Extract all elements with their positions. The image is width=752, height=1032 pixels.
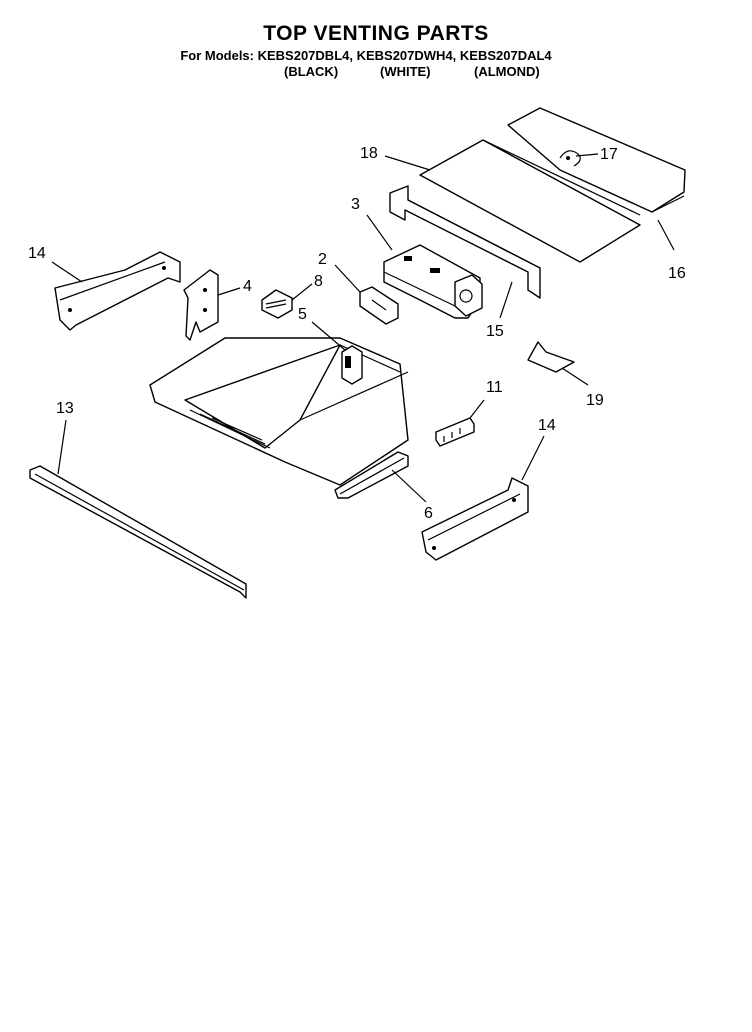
part-2-switch	[359, 286, 399, 325]
part-14-right-bracket	[421, 477, 529, 561]
callout-15: 15	[486, 323, 504, 340]
callout-11: 11	[486, 379, 503, 396]
leader-lines	[51, 153, 675, 503]
main-vent-duct	[149, 337, 409, 486]
part-16-top-panel	[507, 107, 686, 213]
callout-13: 13	[56, 400, 74, 417]
part-5-damper	[341, 345, 363, 385]
part-3-blower-assembly	[383, 244, 483, 319]
part-13-trim-strip	[29, 465, 247, 599]
callout-6: 6	[424, 505, 433, 522]
part-11-terminal-block	[435, 417, 475, 447]
variant-white: (WHITE)	[380, 64, 431, 79]
part-8-connector	[261, 289, 293, 319]
callout-19: 19	[586, 392, 604, 409]
part-19-clip-bracket	[527, 341, 575, 373]
part-17-clip	[559, 150, 581, 167]
variant-black: (BLACK)	[284, 64, 339, 79]
callout-14-left: 14	[28, 245, 46, 262]
part-15-bracket	[389, 185, 541, 299]
page-title: TOP VENTING PARTS	[263, 22, 489, 45]
callout-8: 8	[314, 273, 323, 290]
part-6-front-bracket	[334, 451, 409, 499]
callout-3: 3	[351, 196, 360, 213]
callout-18: 18	[360, 145, 378, 162]
part-4-bracket	[183, 269, 219, 341]
callout-2: 2	[318, 251, 327, 268]
callout-4: 4	[243, 278, 252, 295]
callout-5: 5	[298, 306, 307, 323]
callout-17: 17	[600, 146, 618, 163]
callout-14-right: 14	[538, 417, 556, 434]
models-line: For Models: KEBS207DBL4, KEBS207DWH4, KE…	[180, 48, 552, 63]
callout-16: 16	[668, 265, 686, 282]
variant-almond: (ALMOND)	[474, 64, 540, 79]
part-18-flat-panel	[419, 139, 641, 263]
part-14-left-bracket	[54, 251, 181, 331]
